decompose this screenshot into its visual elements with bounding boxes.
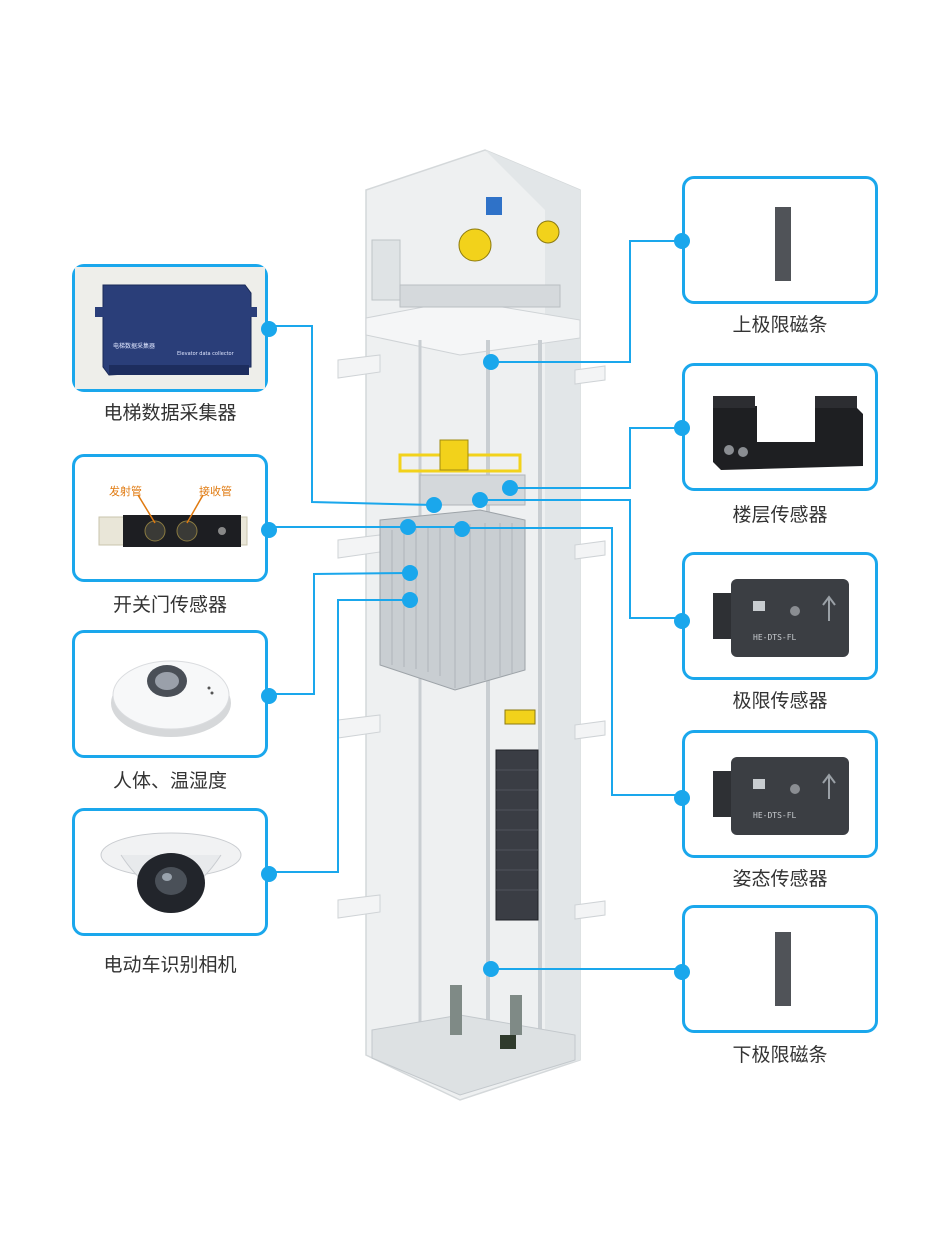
connector-dot: [674, 964, 690, 980]
connector-dot: [472, 492, 488, 508]
card-floor-sensor: [674, 363, 878, 491]
card-lower-magnet: [674, 905, 878, 1033]
connector-dot: [483, 354, 499, 370]
switch-box: [486, 197, 502, 215]
connector-dot: [400, 519, 416, 535]
counterweight: [495, 749, 539, 921]
device-subtext: Elevator data collector: [177, 351, 234, 357]
label-human-temp-sensor: 人体、温湿度: [112, 770, 227, 792]
connector-dot: [674, 233, 690, 249]
label-limit-sensor: 极限传感器: [732, 690, 828, 712]
label-lower-magnet: 下极限磁条: [732, 1044, 828, 1066]
speed-governor: [536, 220, 560, 244]
connector-dot: [426, 497, 442, 513]
machine-base: [399, 284, 561, 308]
card-limit-sensor: HE-DTS-FL: [674, 552, 878, 680]
data-collector-device: [75, 267, 265, 389]
traction-machine: [458, 228, 492, 262]
device-model-text: HE-DTS-FL: [753, 633, 797, 642]
connector-dot: [402, 565, 418, 581]
label-camera: 电动车识别相机: [103, 954, 237, 976]
connector-dot: [261, 688, 277, 704]
device-model-text: HE-DTS-FL: [753, 811, 797, 820]
door-sensor-device: [98, 494, 248, 547]
magnet-strip-icon: [775, 932, 791, 1006]
camera-device: [100, 832, 242, 913]
label-attitude-sensor: 姿态传感器: [732, 868, 828, 890]
annotation-receiver: 接收管: [199, 485, 232, 498]
card-attitude-sensor: HE-DTS-FL: [674, 730, 878, 858]
card-human-temp-sensor: [72, 630, 277, 758]
label-upper-magnet: 上极限磁条: [732, 314, 828, 336]
magnet-strip-icon: [775, 207, 791, 281]
card-data-collector: 电梯数据采集器 Elevator data collector: [72, 264, 277, 392]
annotation-emitter: 发射管: [109, 485, 142, 498]
connector-dot: [261, 866, 277, 882]
card-door-sensor: 发射管 接收管: [72, 454, 277, 582]
shaft-right-wall: [485, 150, 580, 1070]
connector-dot: [674, 790, 690, 806]
connector-dot: [402, 592, 418, 608]
connector-dot: [674, 613, 690, 629]
label-data-collector: 电梯数据采集器: [103, 402, 237, 424]
connector-dot: [483, 961, 499, 977]
device-text: 电梯数据采集器: [113, 343, 156, 350]
floor-sensor-device: [713, 394, 863, 470]
card-upper-magnet: [674, 176, 878, 304]
connector-dot: [261, 321, 277, 337]
attitude-sensor-device: [713, 757, 849, 835]
control-cabinet: [371, 239, 401, 301]
limit-sensor-device: [713, 579, 849, 657]
card-camera: [72, 808, 277, 936]
connector-dot: [454, 521, 470, 537]
connector-dot: [261, 522, 277, 538]
human-temp-sensor-device: [111, 660, 231, 737]
label-floor-sensor: 楼层传感器: [732, 504, 828, 526]
connector-dot: [502, 480, 518, 496]
connector-dot: [674, 420, 690, 436]
label-door-sensor: 开关门传感器: [112, 594, 227, 616]
